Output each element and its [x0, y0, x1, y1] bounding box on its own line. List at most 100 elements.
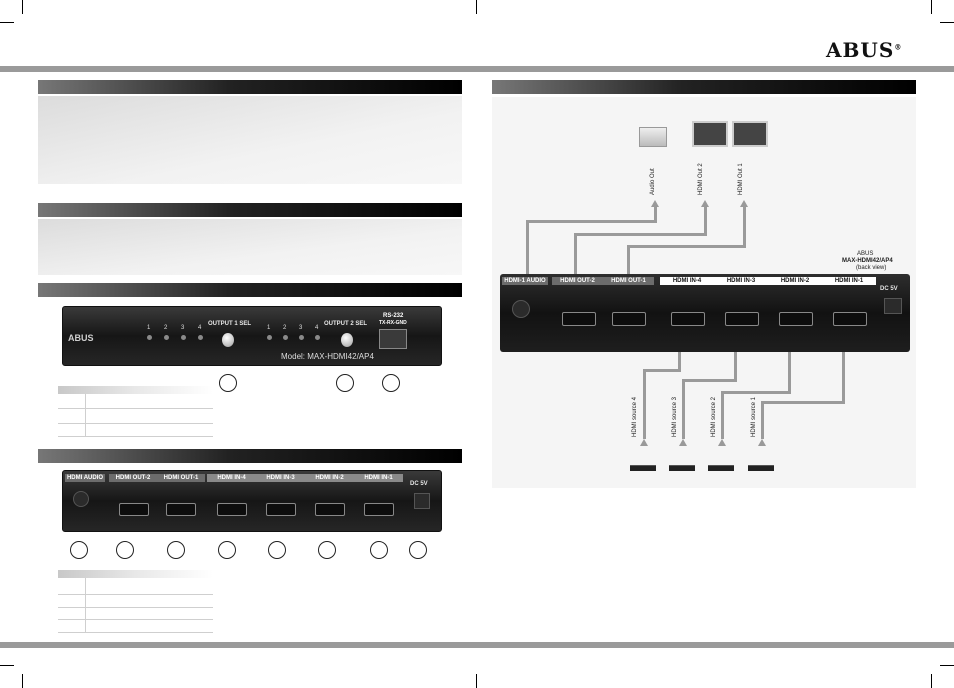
cable-line — [643, 369, 646, 439]
hdmi-audio-label: HDMI AUDIO — [66, 475, 104, 481]
crop-mark — [476, 674, 477, 688]
hdmi-port[interactable] — [562, 312, 596, 326]
callout-circle — [382, 374, 400, 392]
hdmi-source2-label: HDMI source 2 — [711, 396, 717, 437]
source-device-icon — [669, 465, 695, 471]
front-panel-device: ABUS 1 2 3 4 OUTPUT 1 SEL 1 2 3 4 OUTPUT… — [62, 306, 442, 366]
callout-circle — [167, 541, 185, 559]
hdmi-port[interactable] — [266, 503, 296, 516]
speakers-icon — [639, 127, 667, 147]
crop-mark — [22, 674, 23, 688]
audio-jack[interactable] — [512, 300, 530, 318]
crop-mark — [476, 0, 477, 14]
cable-line — [526, 220, 529, 278]
rs232-pins-label: TX-RX-GND — [379, 320, 407, 326]
diagram-hdmi-in4-label: HDMI IN-4 — [672, 278, 702, 284]
hdmi-port[interactable] — [119, 503, 149, 516]
table-rule — [58, 436, 213, 437]
callout-circle — [116, 541, 134, 559]
hdmi-port[interactable] — [315, 503, 345, 516]
output1-select-button[interactable] — [222, 333, 234, 347]
led-label-2: 2 — [164, 325, 168, 331]
table-rule — [58, 607, 213, 608]
cable-line — [761, 401, 845, 404]
rs232-label: RS-232 — [383, 313, 404, 319]
bottom-rule — [0, 642, 954, 648]
callout-circle — [70, 541, 88, 559]
arrow-icon — [679, 439, 687, 446]
audio-out-label: Audio Out — [650, 168, 656, 195]
section-header-1 — [38, 80, 462, 94]
crop-mark — [0, 665, 14, 666]
crop-mark — [931, 0, 932, 14]
arrow-icon — [718, 439, 726, 446]
hdmi-in1-label: HDMI IN-1 — [364, 475, 393, 481]
connection-diagram: Audio Out HDMI Out 2 HDMI Out 1 ABUS MAX… — [492, 97, 916, 488]
hdmi-out1-label: HDMI OUT-1 — [163, 475, 199, 481]
cable-line — [704, 207, 707, 235]
cable-line — [842, 352, 845, 404]
source-device-icon — [708, 465, 734, 471]
cable-line — [678, 352, 681, 372]
tab-bar — [207, 474, 403, 482]
arrow-icon — [758, 439, 766, 446]
device-model: MAX-HDMI42/AP4 — [842, 258, 893, 264]
cable-line — [682, 379, 737, 382]
led-indicator — [164, 335, 169, 340]
crop-mark — [0, 22, 14, 23]
cable-line — [743, 207, 746, 247]
device-name: ABUS — [857, 251, 874, 257]
rs232-terminal[interactable] — [379, 329, 407, 349]
diagram-hdmi-out1-label: HDMI OUT-1 — [611, 278, 646, 284]
arrow-icon — [651, 200, 659, 207]
cable-line — [682, 379, 685, 439]
callout-circle — [219, 374, 237, 392]
audio-jack[interactable] — [73, 491, 89, 507]
cable-line — [721, 391, 791, 394]
registered-mark: ® — [894, 42, 903, 52]
led-indicator — [315, 335, 320, 340]
hdmi-source3-label: HDMI source 3 — [672, 396, 678, 437]
hdmi-port[interactable] — [364, 503, 394, 516]
section-header-4 — [38, 449, 462, 463]
diagram-hdmi-audio-label: HDMI-1 AUDIO — [504, 278, 546, 284]
led-indicator — [147, 335, 152, 340]
arrow-icon — [640, 439, 648, 446]
output2-select-button[interactable] — [341, 333, 353, 347]
hdmi-source4-label: HDMI source 4 — [632, 396, 638, 437]
hdmi-out2-dest-label: HDMI Out 2 — [698, 163, 704, 195]
hdmi-port[interactable] — [217, 503, 247, 516]
section-body-1 — [38, 96, 462, 184]
section-header-right — [492, 80, 916, 94]
hdmi-port[interactable] — [671, 312, 705, 326]
hdmi-port[interactable] — [833, 312, 867, 326]
hdmi-port[interactable] — [166, 503, 196, 516]
brand-logo-text: ABUS — [826, 38, 895, 62]
hdmi-port[interactable] — [612, 312, 646, 326]
monitor-icon — [732, 121, 768, 147]
table-rule — [85, 578, 86, 632]
cable-line — [526, 220, 657, 223]
led-indicator — [181, 335, 186, 340]
cable-line — [788, 352, 791, 394]
top-rule — [0, 66, 954, 72]
tab-bar — [552, 277, 654, 285]
hdmi-port[interactable] — [779, 312, 813, 326]
crop-mark — [940, 665, 954, 666]
section-header-2 — [38, 203, 462, 217]
table-header — [58, 570, 213, 578]
dc-jack[interactable] — [414, 493, 430, 509]
hdmi-port[interactable] — [725, 312, 759, 326]
output2-sel-label: OUTPUT 2 SEL — [324, 321, 368, 327]
hdmi-out2-label: HDMI OUT-2 — [115, 475, 151, 481]
diagram-hdmi-in3-label: HDMI IN-3 — [726, 278, 756, 284]
tab-bar — [65, 474, 105, 482]
dc-jack[interactable] — [884, 298, 902, 314]
callout-circle — [370, 541, 388, 559]
section-header-3 — [38, 283, 462, 297]
callout-circle — [218, 541, 236, 559]
table-rule — [58, 408, 213, 409]
table-rule — [58, 619, 213, 620]
arrow-icon — [740, 200, 748, 207]
source-device-icon — [630, 465, 656, 471]
